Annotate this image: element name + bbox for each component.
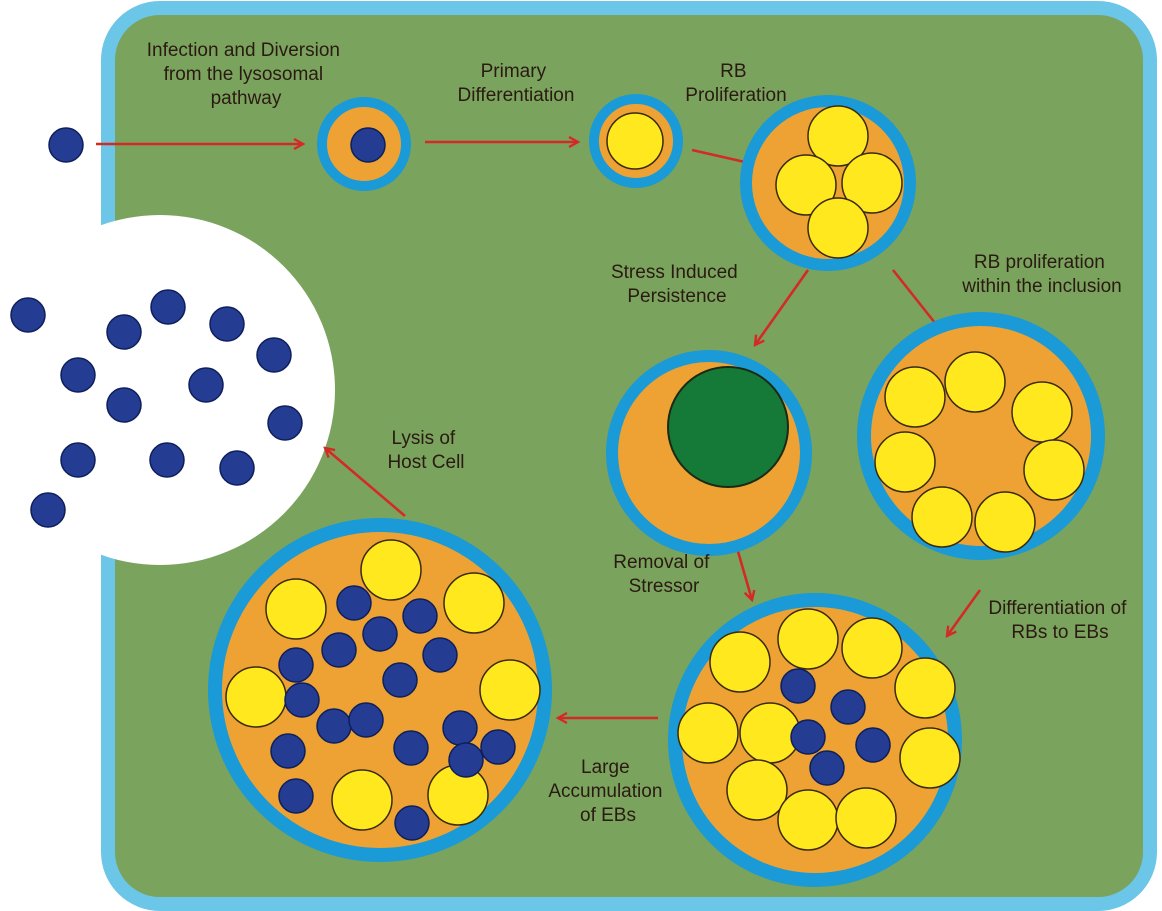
rb-particle [808,198,868,258]
eb-particle [150,443,184,477]
eb-particle [403,599,437,633]
eb-particle [257,338,291,372]
rb-particle [842,618,902,678]
rb-particle [1012,382,1072,442]
eb-particle [363,617,397,651]
inclusion-primary-rb [594,99,678,183]
eb-particle [781,669,815,703]
inclusion-rb-ring [864,319,1098,553]
eb-particle [383,663,417,697]
rb-particle [480,660,540,720]
inclusion-initial [322,102,406,186]
eb-particle [449,743,483,777]
eb-particle [810,751,844,785]
inclusion-persistent [612,356,806,550]
eb-particle [351,128,385,162]
eb-particle [107,388,141,422]
rb-particle [361,540,421,600]
rb-particle [226,667,286,727]
rb-particle [895,658,955,718]
rb-particle [975,492,1035,552]
rb-particle [727,760,787,820]
rb-particle [885,367,945,427]
eb-particle [481,730,515,764]
rb-particle [332,770,392,830]
rb-particle [607,113,663,169]
eb-particle [61,443,95,477]
eb-particle [271,734,305,768]
eb-particle [268,406,302,440]
rb-particle [945,352,1005,412]
rb-particle [778,609,838,669]
inclusion-differentiation [675,600,960,880]
eb-particle [279,648,313,682]
eb-particle [189,368,223,402]
eb-particle [322,633,356,667]
eb-particle [11,298,45,332]
eb-particle [831,690,865,724]
eb-particle [349,703,383,737]
inclusion-rb-proliferation [746,101,910,265]
rb-particle [678,703,738,763]
eb-particle [220,451,254,485]
eb-particle [395,806,429,840]
eb-particle [856,728,890,762]
eb-particle [285,683,319,717]
eb-particle [61,358,95,392]
eb-particle [279,779,313,813]
rb-particle [778,790,838,850]
eb-particle [210,307,244,341]
rb-particle [266,579,326,639]
rb-particle [836,788,896,848]
eb-particle [317,709,351,743]
eb-particle [31,493,65,527]
rb-particle [444,573,504,633]
eb-particle [151,290,185,324]
eb-particle [107,315,141,349]
eb-particle [394,731,428,765]
incoming-eb [49,128,83,162]
eb-particle [443,711,477,745]
rb-particle [1024,440,1084,500]
rb-particle [900,728,960,788]
eb-particle [423,638,457,672]
rb-particle [875,432,935,492]
persistent-body [668,367,788,487]
rb-particle [710,632,770,692]
eb-particle [791,720,825,754]
inclusion-large-accumulation [215,525,545,855]
eb-particle [337,586,371,620]
rb-particle [912,487,972,547]
